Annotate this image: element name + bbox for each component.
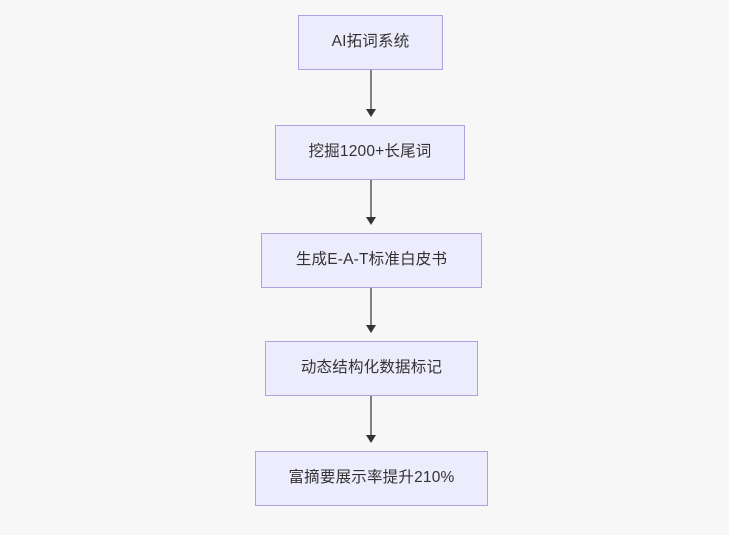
arrowhead-n2-n3: [365, 216, 376, 225]
node-label: 生成E-A-T标准白皮书: [295, 251, 448, 269]
flowchart-node-rich-snippet-impression-lift[interactable]: 富摘要展示率提升210%: [255, 451, 488, 506]
edge-n2-n3: [370, 180, 372, 218]
edge-n1-n2: [370, 70, 372, 110]
arrowhead-n1-n2: [365, 108, 376, 117]
node-label: AI拓词系统: [331, 33, 410, 51]
edge-n4-n5: [370, 396, 372, 436]
flowchart-node-dynamic-structured-data-markup[interactable]: 动态结构化数据标记: [265, 341, 478, 396]
flowchart-node-mine-longtail-keywords[interactable]: 挖掘1200+长尾词: [275, 125, 465, 180]
flowchart-node-ai-keyword-system[interactable]: AI拓词系统: [298, 15, 443, 70]
arrowhead-n4-n5: [365, 434, 376, 443]
edge-n3-n4: [370, 288, 372, 326]
node-label: 动态结构化数据标记: [300, 359, 443, 377]
node-label: 富摘要展示率提升210%: [288, 469, 455, 487]
node-label: 挖掘1200+长尾词: [308, 143, 432, 161]
arrowhead-n3-n4: [365, 324, 376, 333]
flowchart-node-generate-eat-whitepaper[interactable]: 生成E-A-T标准白皮书: [261, 233, 482, 288]
